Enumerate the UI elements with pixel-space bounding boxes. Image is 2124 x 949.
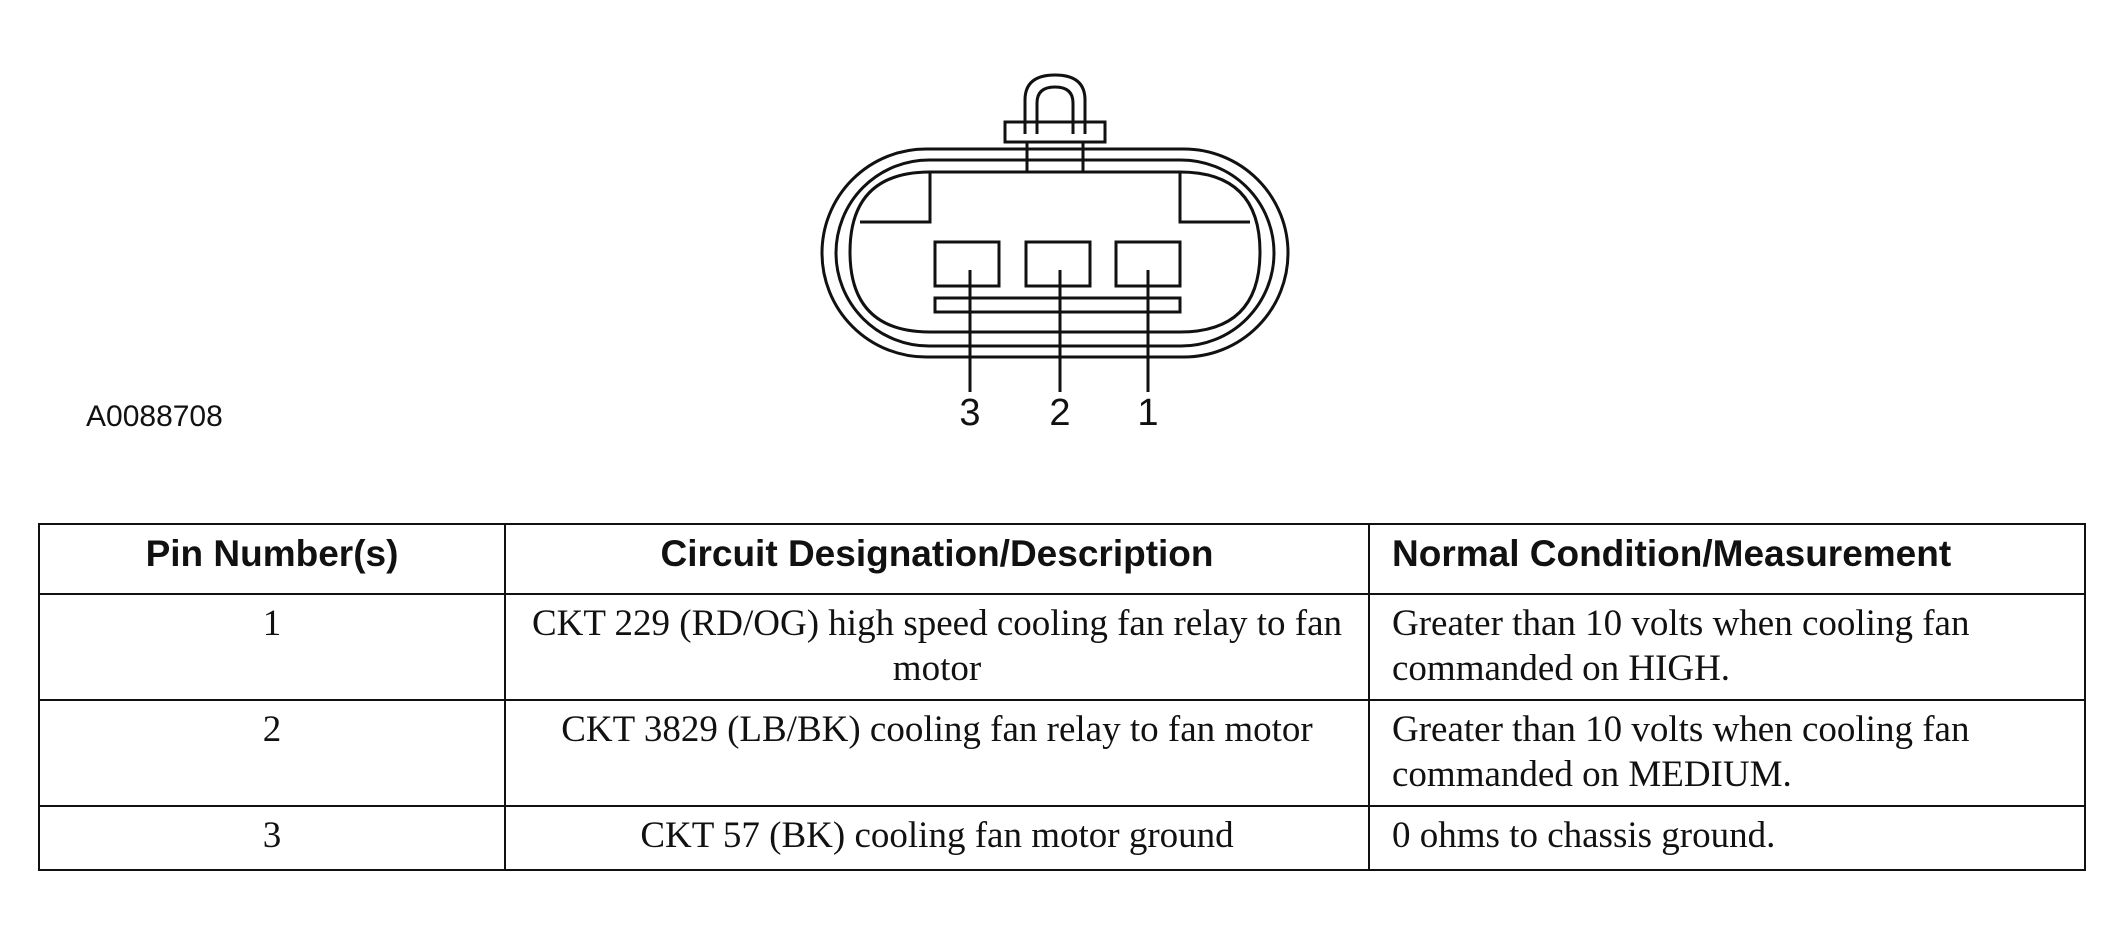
key-left: [860, 172, 932, 224]
header-description: Circuit Designation/Description: [504, 523, 1370, 595]
pin-cavity-3: [933, 240, 1001, 288]
pin-cavity-2: [1024, 240, 1092, 288]
pin-label-3: 3: [959, 392, 980, 434]
connector-cavity: [848, 170, 1262, 334]
locking-tab-inner: [1035, 85, 1075, 134]
key-right: [1178, 172, 1250, 224]
cell-pin: 2: [38, 699, 506, 807]
tab-base: [1003, 120, 1107, 144]
pin-label-1: 1: [1137, 392, 1158, 434]
figure-id: A0088708: [86, 400, 223, 433]
pin-label-2: 2: [1049, 392, 1070, 434]
cell-pin: 1: [38, 593, 506, 701]
connector-housing-outer: [820, 147, 1290, 359]
cell-description: CKT 57 (BK) cooling fan motor ground: [504, 805, 1370, 871]
cell-description: CKT 229 (RD/OG) high speed cooling fan r…: [504, 593, 1370, 701]
cell-pin: 3: [38, 805, 506, 871]
table-row: 1 CKT 229 (RD/OG) high speed cooling fan…: [38, 593, 2086, 701]
terminal-bar: [933, 296, 1182, 314]
cell-condition: Greater than 10 volts when cooling fan c…: [1368, 593, 2086, 701]
table-header-row: Pin Number(s) Circuit Designation/Descri…: [38, 523, 2086, 595]
table-row: 2 CKT 3829 (LB/BK) cooling fan relay to …: [38, 699, 2086, 807]
locking-tab: [1023, 73, 1087, 134]
connector-housing-middle: [834, 158, 1276, 348]
header-condition: Normal Condition/Measurement: [1368, 523, 2086, 595]
pin-table: Pin Number(s) Circuit Designation/Descri…: [38, 523, 2086, 871]
cell-condition: Greater than 10 volts when cooling fan c…: [1368, 699, 2086, 807]
table-row: 3 CKT 57 (BK) cooling fan motor ground 0…: [38, 805, 2086, 871]
header-pin-number: Pin Number(s): [38, 523, 506, 595]
cell-description: CKT 3829 (LB/BK) cooling fan relay to fa…: [504, 699, 1370, 807]
cell-condition: 0 ohms to chassis ground.: [1368, 805, 2086, 871]
tab-neck: [1025, 140, 1085, 174]
